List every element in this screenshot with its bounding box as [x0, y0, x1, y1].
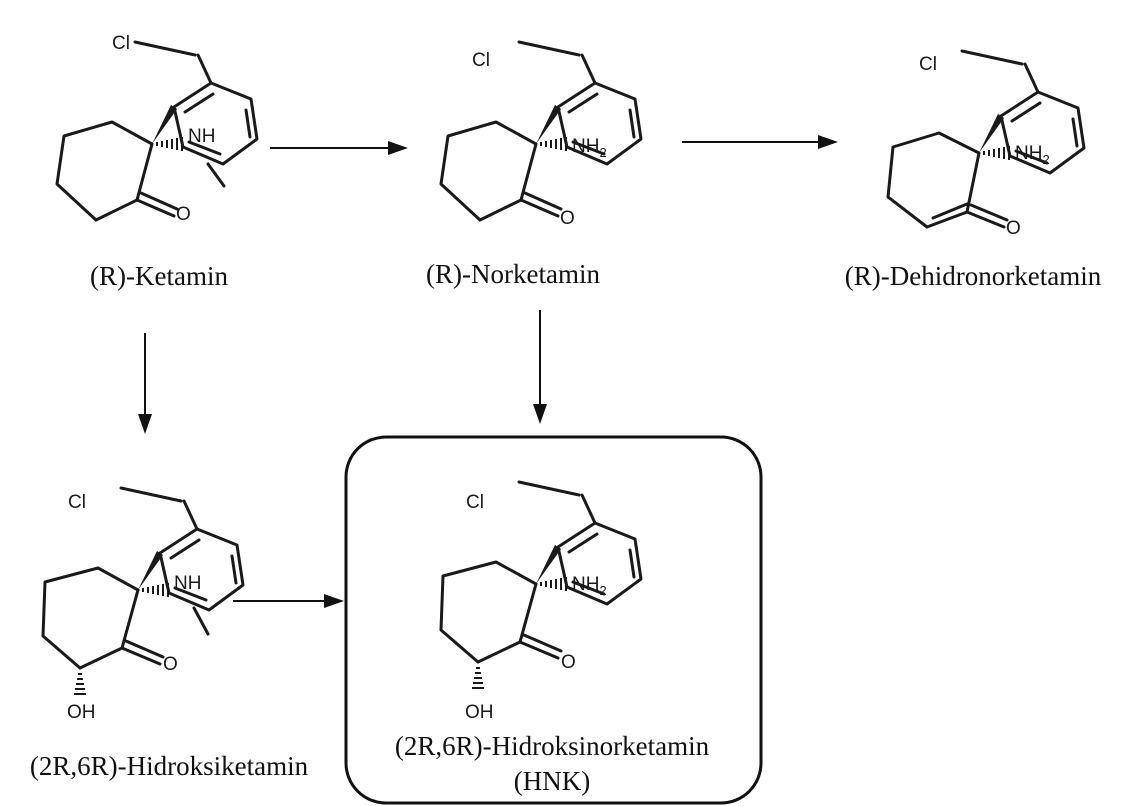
chlorine-label: Cl — [466, 492, 484, 513]
compound-hidroksiketamin: Cl NH O OH — [41, 486, 245, 723]
nitrogen-label: NH2 — [572, 136, 607, 160]
caption-ketamin: (R)-Ketamin — [90, 261, 228, 291]
chlorine-label: Cl — [112, 33, 130, 54]
oxygen-label: O — [561, 652, 576, 673]
arrow-norketamin-to-dehidronorketamin — [682, 135, 838, 149]
amine-subscript: 2 — [599, 583, 606, 598]
nitrogen-label: NH — [174, 573, 201, 594]
compound-norketamin: Cl NH2 O — [439, 40, 643, 229]
chlorine-label: Cl — [472, 50, 490, 71]
oxygen-label: O — [1006, 218, 1021, 239]
amine-label: NH — [572, 136, 599, 157]
arrow-ketamin-to-hidroksiketamin — [138, 333, 152, 434]
nitrogen-label: NH — [188, 126, 215, 147]
arrow-norketamin-to-hnk — [533, 310, 547, 424]
arrow-hidroksiketamin-to-hnk — [233, 594, 344, 608]
arrow-ketamin-to-norketamin — [270, 141, 408, 155]
hydroxyl-label: OH — [465, 702, 494, 723]
oxygen-label: O — [176, 204, 191, 225]
amine-subscript: 2 — [1042, 152, 1049, 167]
caption-hidroksiketamin: (2R,6R)-Hidroksiketamin — [30, 751, 309, 781]
caption-norketamin: (R)-Norketamin — [426, 259, 600, 289]
chlorine-label: Cl — [919, 54, 937, 75]
amine-label: NH — [572, 574, 599, 595]
oxygen-label: O — [560, 208, 575, 229]
nitrogen-label: NH2 — [1015, 143, 1050, 167]
caption-dehidronorketamin: (R)-Dehidronorketamin — [845, 261, 1102, 291]
compound-hidroksinorketamin: Cl NH2 O OH — [439, 480, 643, 723]
hnk-highlight-frame — [344, 435, 763, 805]
nitrogen-label: NH2 — [572, 574, 607, 598]
compound-ketamin: Cl NH O — [55, 33, 259, 225]
amine-subscript: 2 — [599, 145, 606, 160]
chlorine-label: Cl — [68, 492, 86, 513]
amine-label: NH — [1015, 143, 1042, 164]
caption-hnk-line2: (HNK) — [514, 766, 590, 796]
hydroxyl-label: OH — [67, 702, 96, 723]
caption-hnk-line1: (2R,6R)-Hidroksinorketamin — [395, 731, 710, 761]
compound-dehidronorketamin: Cl NH2 O — [886, 49, 1086, 239]
oxygen-label: O — [163, 654, 178, 675]
